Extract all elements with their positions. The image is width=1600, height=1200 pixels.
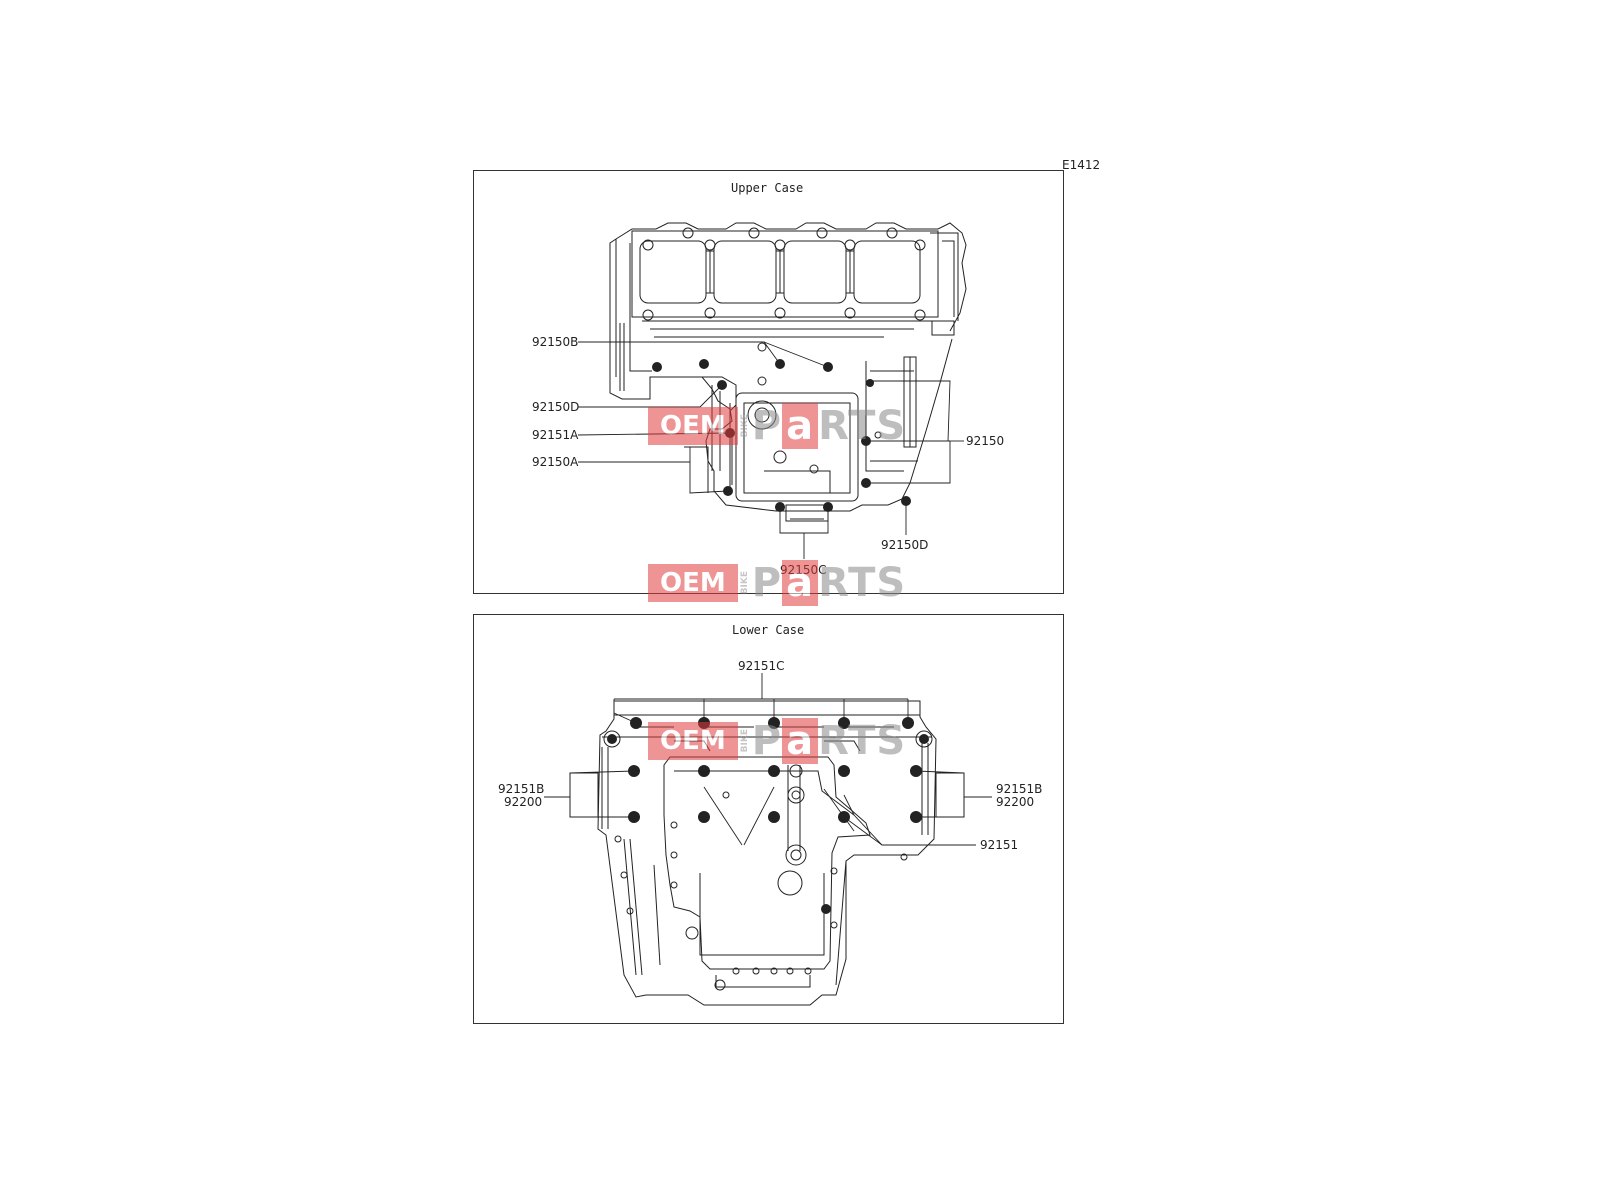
part-label-92151B-right[interactable]: 92151B bbox=[996, 782, 1043, 796]
panel-title: Lower Case bbox=[732, 623, 805, 637]
part-label-92151[interactable]: 92151 bbox=[980, 838, 1019, 852]
diagram-code: E1412 bbox=[1062, 158, 1101, 172]
upper-case-panel: Upper Case bbox=[473, 170, 1064, 594]
part-label-92200-left[interactable]: 92200 bbox=[504, 795, 543, 809]
upper-case-drawing bbox=[577, 222, 967, 559]
part-label-92150D-left[interactable]: 92150D bbox=[532, 400, 580, 414]
part-label-92200-right[interactable]: 92200 bbox=[996, 795, 1035, 809]
part-label-92151A[interactable]: 92151A bbox=[532, 428, 579, 442]
part-label-92150B[interactable]: 92150B bbox=[532, 335, 579, 349]
part-label-92150D-right[interactable]: 92150D bbox=[881, 538, 929, 552]
part-label-92150C[interactable]: 92150C bbox=[780, 563, 827, 577]
part-label-92151B-left[interactable]: 92151B bbox=[498, 782, 545, 796]
panel-title: Upper Case bbox=[731, 181, 804, 195]
lower-case-drawing bbox=[544, 673, 992, 1006]
part-label-92151C[interactable]: 92151C bbox=[738, 659, 785, 673]
lower-case-panel: Lower Case bbox=[473, 614, 1064, 1024]
part-label-92150[interactable]: 92150 bbox=[966, 434, 1005, 448]
part-label-92150A[interactable]: 92150A bbox=[532, 455, 579, 469]
